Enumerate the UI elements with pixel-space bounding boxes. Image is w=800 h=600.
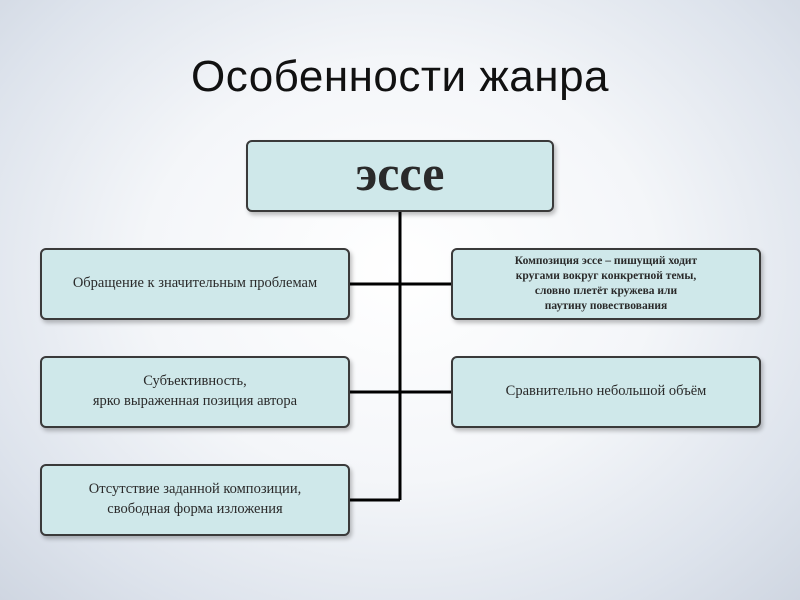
feature-node-subjectivity: Субъективность, ярко выраженная позиция …: [40, 356, 350, 428]
feature-node-volume: Сравнительно небольшой объём: [451, 356, 761, 428]
feature-node-problems: Обращение к значительным проблемам: [40, 248, 350, 320]
feature-node-composition: Композиция эссе – пишущий ходит кругами …: [451, 248, 761, 320]
feature-node-free-composition: Отсутствие заданной композиции, свободна…: [40, 464, 350, 536]
root-node: эссе: [246, 140, 554, 212]
page-title: Особенности жанра: [190, 52, 610, 101]
